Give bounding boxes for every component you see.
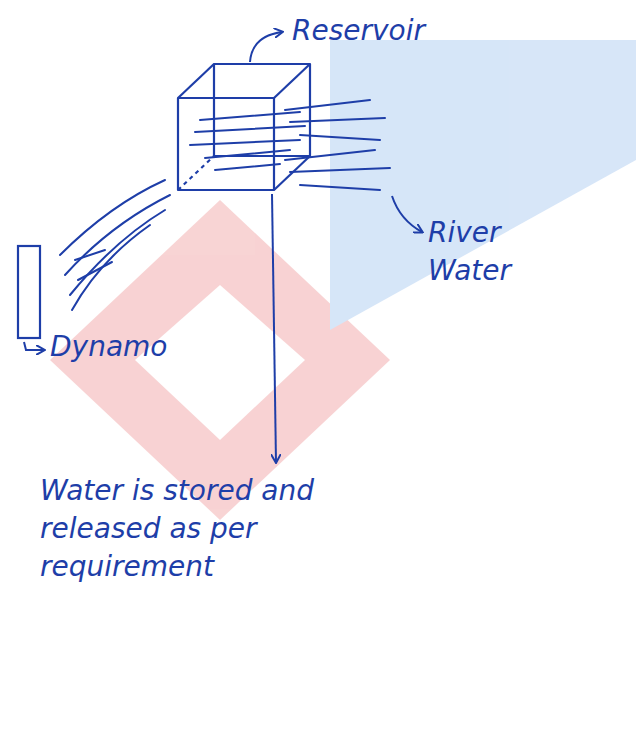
part-name: Dynamo: [50, 328, 167, 366]
leader-arrow: [392, 196, 422, 232]
leader-arrow: [24, 342, 44, 350]
water-flow-lines: [60, 180, 170, 310]
part-name: River Water: [428, 214, 548, 290]
leader-arrow: [272, 194, 276, 462]
part-name: Reservoir: [292, 12, 425, 50]
leader-arrow: [250, 32, 282, 62]
water-hatching: [190, 100, 390, 190]
note-text: Water is stored and released as per requ…: [40, 472, 340, 585]
watermark: [50, 40, 636, 520]
dynamo-symbol: [18, 246, 40, 338]
